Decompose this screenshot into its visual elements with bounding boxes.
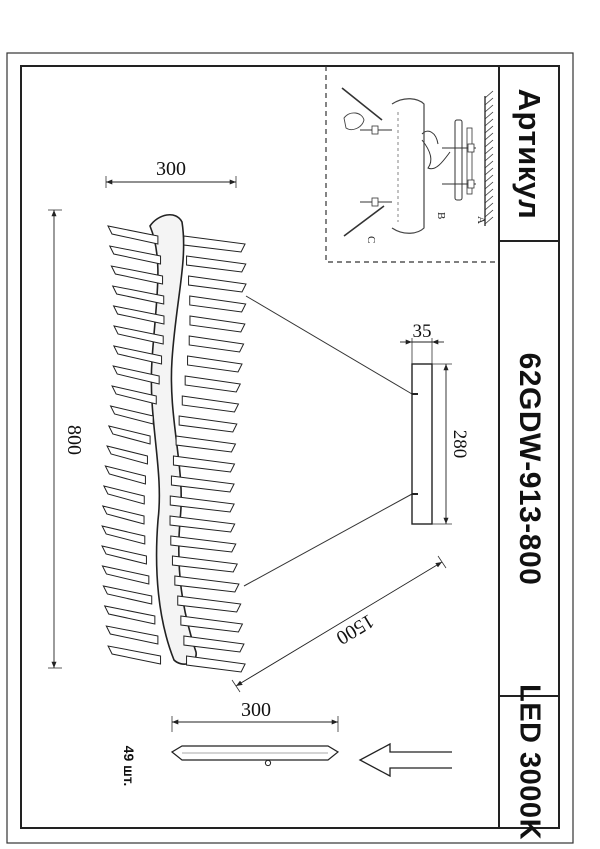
crystal-left [101, 565, 150, 585]
suspension-cable-top [245, 295, 413, 395]
ceiling-hatch-line [484, 216, 494, 225]
crystal-right [189, 295, 247, 313]
ceiling-hatch-line [484, 132, 494, 141]
ceiling-hatch-line [484, 146, 494, 155]
ceiling-hatch-line [484, 153, 494, 162]
pointer-arrow [358, 742, 452, 778]
ceiling-hatch-line [484, 104, 494, 113]
crystal-left [108, 245, 162, 265]
crystal-left [111, 385, 157, 405]
article-number: 62GDW-913-800 [513, 352, 546, 585]
ceiling-hatch-line [484, 160, 494, 169]
crystal-right [186, 655, 246, 673]
crystal-right [189, 315, 246, 333]
crystal-right [187, 355, 243, 373]
crystals-left-row [101, 225, 165, 665]
crystal-left [102, 585, 153, 605]
crystal-right [177, 595, 242, 613]
crystal-left [107, 425, 151, 445]
crystal-detail [170, 716, 340, 767]
fixture-main-view [101, 214, 247, 673]
crystal-left [111, 285, 165, 305]
crystal-left [112, 305, 165, 325]
article-label: Артикул [512, 88, 547, 219]
ceiling-hatch-line [484, 111, 494, 120]
ceiling-hatch-line [484, 202, 494, 211]
crystal-right [169, 495, 235, 513]
crystal-left [112, 365, 160, 385]
title-cell-article: 62GDW-913-800 [499, 241, 559, 696]
crystal-right [178, 415, 238, 433]
dim-suspension-length: 1500 [332, 609, 378, 648]
crystal-left [112, 345, 163, 365]
ceiling-hatch-line [484, 118, 494, 127]
ceiling-hatch-line [484, 97, 494, 106]
crystal-left [113, 325, 164, 345]
crystal-left [101, 505, 145, 525]
dim-canopy-depth: 35 [413, 321, 432, 342]
crystal-left [110, 265, 164, 285]
ceiling-hatch-line [484, 195, 494, 204]
crystal-right [184, 375, 242, 393]
title-cell-spec: LED 3000K [499, 684, 559, 840]
crystals-right-row [169, 235, 247, 673]
ceiling-hatch-line [484, 167, 494, 176]
title-block: Артикул 62GDW-913-800 LED 3000K [499, 66, 559, 840]
crystal-right [170, 475, 235, 493]
crystal-right [171, 555, 238, 573]
crystal-left [105, 625, 159, 645]
crystal-left [103, 605, 156, 625]
crystal-left [107, 645, 162, 665]
dim-crystal-length: 300 [241, 699, 271, 721]
ceiling-hatch-line [484, 125, 494, 134]
crystal-quantity: 49 шт. [121, 746, 137, 787]
inset-label-c: C [365, 236, 377, 243]
ceiling-hatch-line [484, 139, 494, 148]
crystal-right [174, 575, 240, 593]
canopy [400, 338, 452, 525]
outer-frame [6, 52, 574, 844]
installation-inset: A B C [325, 66, 499, 263]
dim-canopy-length: 280 [449, 430, 470, 459]
crystal-left [106, 445, 148, 465]
led-spec: LED 3000K [513, 683, 546, 841]
crystal-right [183, 235, 246, 253]
crystal-right [175, 435, 237, 453]
crystal-right [172, 455, 236, 473]
crystal-right [188, 275, 247, 293]
crystal-left [101, 545, 147, 565]
crystal-right [169, 515, 236, 533]
crystal-left [107, 225, 159, 245]
inset-label-b: B [435, 212, 447, 219]
crystal-right [170, 535, 237, 553]
crystal-left [104, 465, 146, 485]
suspension-cable-bottom [243, 493, 413, 587]
ceiling-hatch-line [484, 181, 494, 190]
dim-fixture-width: 300 [156, 158, 186, 180]
ceiling-hatch-line [484, 90, 494, 99]
inset-label-a: A [475, 216, 487, 224]
crystal-right [181, 395, 240, 413]
title-cell-label: Артикул [499, 66, 559, 241]
ceiling-hatch-line [484, 209, 494, 218]
ceiling-hatch-line [484, 188, 494, 197]
crystal-right [188, 335, 245, 353]
dim-fixture-length: 800 [63, 425, 85, 455]
crystal-left [109, 405, 154, 425]
crystal-right [186, 255, 247, 273]
crystal-left [101, 525, 146, 545]
ceiling-hatch-line [484, 174, 494, 183]
inner-frame [20, 65, 560, 829]
crystal-left [102, 485, 145, 505]
